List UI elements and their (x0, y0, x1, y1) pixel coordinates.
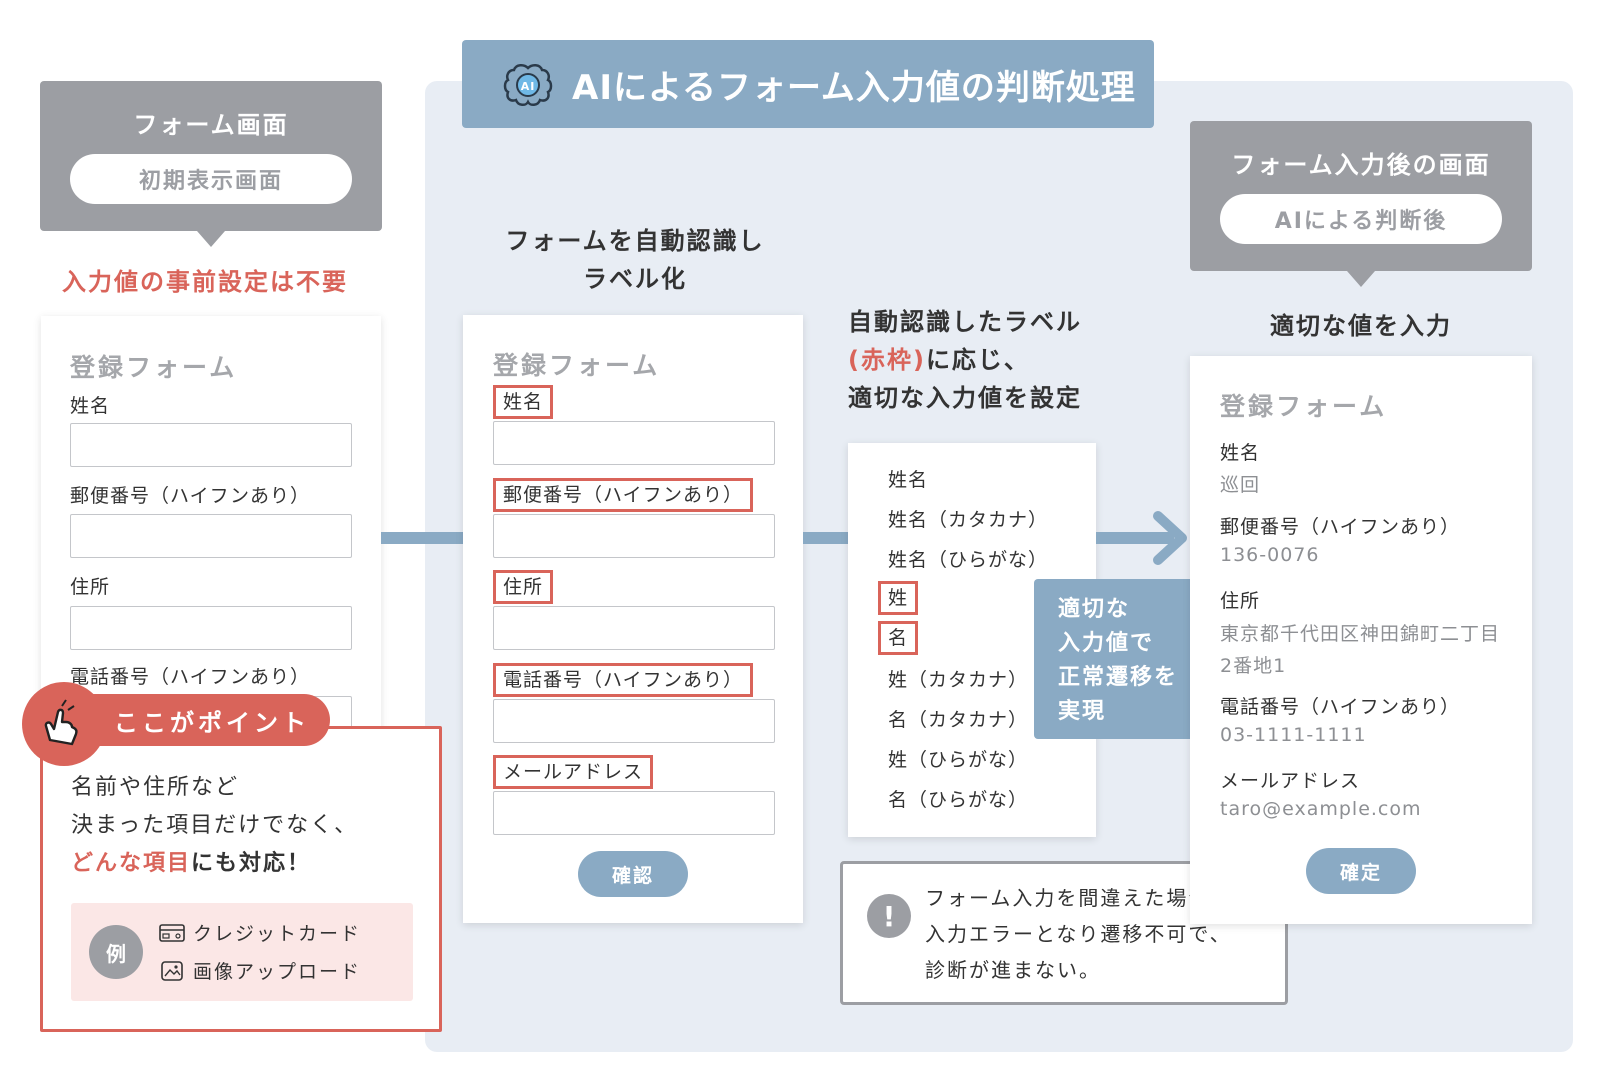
no-preset-caption: 入力値の事前設定は不要 (62, 268, 348, 296)
label-list-item-highlighted: 姓 (878, 581, 919, 615)
flow-connector (1096, 532, 1174, 544)
form-title: 登録フォーム (1220, 392, 1388, 421)
postal-code-input[interactable] (70, 514, 352, 558)
after-input-title: フォーム入力後の画面 (1231, 151, 1491, 179)
after-ai-pill: AIによる判断後 (1220, 194, 1502, 244)
form-title: 登録フォーム (70, 353, 238, 382)
example-badge: 例 (89, 925, 143, 979)
field-label: 郵便番号（ハイフンあり） (1220, 516, 1461, 538)
label-list-item: 姓（ひらがな） (888, 749, 1029, 771)
auto-label-caption: フォームを自動認識し ラベル化 (505, 227, 765, 293)
field-label: 郵便番号（ハイフンあり） (70, 485, 311, 507)
svg-text:AI: AI (521, 80, 536, 93)
name-input[interactable] (493, 421, 775, 465)
warning-text: フォーム入力を間違えた場合、 入力エラーとなり遷移不可で、 診断が進まない。 (925, 886, 1233, 982)
image-icon (161, 960, 183, 981)
appropriate-value-caption: 適切な値を入力 (1270, 312, 1452, 340)
address-input[interactable] (70, 606, 352, 650)
field-value: 03-1111-1111 (1220, 724, 1367, 746)
field-value: taro@example.com (1220, 798, 1422, 820)
field-label: 電話番号（ハイフンあり） (70, 666, 311, 688)
success-note: 適切な 入力値で 正常遷移を 実現 (1034, 579, 1208, 739)
field-value: 136-0076 (1220, 544, 1320, 566)
form-screen-callout: フォーム画面 初期表示画面 (40, 81, 382, 231)
phone-input[interactable] (493, 699, 775, 743)
flow-connector (803, 532, 849, 544)
field-label: 住所 (70, 576, 111, 598)
name-input[interactable] (70, 423, 352, 467)
address-input[interactable] (493, 606, 775, 650)
pointing-hand-icon (22, 682, 106, 766)
example-box: 例 クレジットカード 画像アップロード (71, 903, 413, 1001)
form-title: 登録フォーム (493, 351, 661, 380)
field-label: メールアドレス (1220, 770, 1361, 792)
label-list-item: 姓名（ひらがな） (888, 549, 1049, 571)
label-list-item: 姓名 (888, 469, 929, 491)
field-label-highlighted: メールアドレス (493, 755, 654, 789)
field-label-highlighted: 郵便番号（ハイフンあり） (493, 478, 754, 512)
after-input-callout: フォーム入力後の画面 AIによる判断後 (1190, 121, 1532, 271)
key-point-text: 名前や住所など 決まった項目だけでなく、 どんな項目にも対応！ (71, 775, 359, 876)
initial-form-card: 登録フォーム 姓名 郵便番号（ハイフンあり） 住所 電話番号（ハイフンあり） (41, 316, 381, 736)
ai-process-header: AI AIによるフォーム入力値の判断処理 (462, 40, 1154, 128)
labeled-form-card: 登録フォーム 姓名 郵便番号（ハイフンあり） 住所 電話番号（ハイフンあり） メ… (463, 315, 803, 923)
callout-pointer (1347, 271, 1375, 287)
label-list-item: 名（カタカナ） (888, 709, 1029, 731)
field-label-highlighted: 姓名 (493, 385, 554, 419)
example-item: クレジットカード (159, 919, 361, 946)
postal-code-input[interactable] (493, 514, 775, 558)
field-label: 姓名 (70, 395, 111, 417)
arrow-right-icon (1153, 511, 1187, 565)
field-value: 巡回 (1220, 474, 1261, 496)
auto-label-mapping-caption: 自動認識したラベル (赤枠)に応じ、 適切な入力値を設定 (848, 308, 1082, 412)
field-label: 住所 (1220, 590, 1261, 612)
warning-icon: ! (867, 894, 911, 938)
submit-button[interactable]: 確定 (1306, 848, 1416, 894)
callout-pointer (197, 231, 225, 247)
initial-screen-pill: 初期表示画面 (70, 154, 352, 204)
ai-brain-icon: AI (503, 64, 553, 106)
confirm-button[interactable]: 確認 (578, 851, 688, 897)
example-item: 画像アップロード (159, 957, 361, 984)
form-screen-title: フォーム画面 (133, 111, 289, 139)
email-input[interactable] (493, 791, 775, 835)
label-list-item: 姓（カタカナ） (888, 669, 1029, 691)
label-list-item-highlighted: 名 (878, 621, 919, 655)
field-label: 姓名 (1220, 442, 1261, 464)
field-label-highlighted: 電話番号（ハイフンあり） (493, 663, 754, 697)
filled-form-card: 登録フォーム 姓名 巡回 郵便番号（ハイフンあり） 136-0076 住所 東京… (1190, 356, 1532, 924)
credit-card-icon (159, 923, 185, 942)
label-list-item: 名（ひらがな） (888, 789, 1029, 811)
field-value: 東京都千代田区神田錦町二丁目2番地1 (1220, 623, 1501, 677)
label-list-item: 姓名（カタカナ） (888, 509, 1049, 531)
field-label-highlighted: 住所 (493, 570, 554, 604)
key-point-box: 名前や住所など 決まった項目だけでなく、 どんな項目にも対応！ 例 クレジットカ… (40, 726, 442, 1032)
flow-connector (381, 532, 463, 544)
field-label: 電話番号（ハイフンあり） (1220, 696, 1461, 718)
ai-process-title: AIによるフォーム入力値の判断処理 (572, 67, 1136, 108)
